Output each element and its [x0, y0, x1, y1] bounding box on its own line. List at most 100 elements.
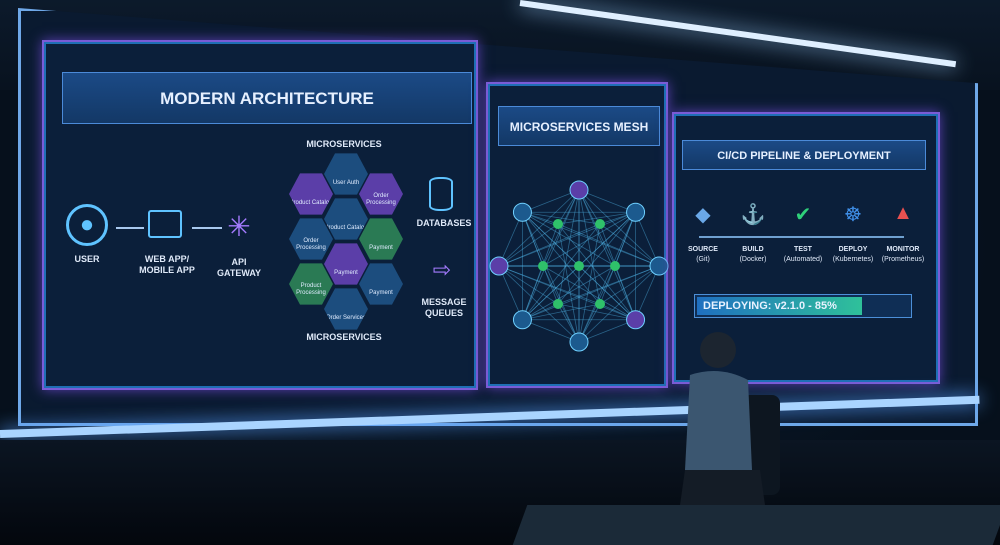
mesh-node	[512, 202, 532, 222]
mesh-link	[522, 211, 660, 267]
mesh-link	[498, 265, 580, 343]
stage-sub: (Prometheus)	[881, 256, 925, 263]
service-hex: Order Processing	[289, 218, 333, 260]
docker-icon: ⚓	[740, 204, 766, 226]
mesh-link	[498, 265, 636, 321]
database-icon	[429, 177, 453, 211]
service-hex: Payment	[359, 218, 403, 260]
mesh-link	[557, 223, 580, 343]
check-icon: ✔	[794, 204, 812, 226]
mesh-link	[578, 189, 636, 320]
service-hex: Payment	[324, 243, 368, 285]
arrow	[116, 227, 144, 229]
stage-sub: (Automated)	[783, 256, 823, 263]
pipeline-title: CI/CD PIPELINE & DEPLOYMENT	[682, 140, 926, 170]
stage-name: SOURCE	[688, 246, 718, 253]
mesh-check-node	[610, 261, 620, 271]
service-hex: Product Catalog	[289, 173, 333, 215]
mesh-node	[512, 310, 532, 330]
mesh-link	[522, 265, 544, 320]
mesh-link	[557, 265, 660, 305]
git-icon: ◆	[695, 204, 711, 226]
microservices-top-label: MICROSERVICES	[306, 139, 382, 149]
mesh-link	[578, 211, 636, 267]
mesh-link	[557, 211, 636, 225]
mesh-link	[498, 265, 601, 305]
gateway-icon: ✳	[227, 211, 251, 242]
mesh-link	[522, 223, 559, 320]
deploy-status: DEPLOYING: v2.1.0 - 85%	[703, 300, 837, 312]
deploy-progress-bar: DEPLOYING: v2.1.0 - 85%	[694, 294, 912, 318]
mesh-check-node	[553, 219, 563, 229]
desk	[512, 505, 1000, 545]
mesh-link	[578, 265, 660, 343]
stage-sub: (Kubernetes)	[832, 256, 874, 263]
mesh-link	[498, 223, 559, 267]
mesh-link	[522, 212, 580, 343]
mesh-link	[522, 211, 601, 225]
mesh-link	[635, 265, 660, 320]
mesh-node	[626, 202, 646, 222]
mesh-link	[557, 212, 636, 305]
mesh-link	[557, 223, 636, 320]
mesh-link	[557, 303, 636, 321]
mesh-link	[522, 303, 601, 321]
mesh-node	[626, 310, 646, 330]
service-hex: Product Processing	[289, 263, 333, 305]
mesh-link	[578, 212, 636, 343]
mesh-check-node	[595, 299, 605, 309]
mesh-link	[498, 211, 636, 267]
service-hex: Order Processing	[359, 173, 403, 215]
mesh-link	[578, 265, 636, 321]
mesh-link	[578, 223, 601, 343]
mesh-graph	[489, 180, 669, 352]
mesh-link	[522, 189, 580, 320]
web-mobile-icon	[148, 210, 182, 238]
prometheus-icon: ▲	[893, 202, 913, 224]
person-at-laptop	[680, 332, 780, 505]
mesh-link	[522, 319, 580, 343]
mesh-check-node	[553, 299, 563, 309]
mesh-link	[557, 189, 580, 305]
databases-label: DATABASES	[416, 218, 472, 228]
mesh-link	[522, 212, 544, 267]
mesh-node	[569, 180, 589, 200]
mesh-link	[522, 265, 660, 321]
queues-label: MESSAGE QUEUES	[421, 297, 467, 318]
mesh-node	[569, 332, 589, 352]
mesh-link	[522, 211, 580, 267]
mesh-link	[498, 189, 580, 267]
mesh-check-node	[538, 261, 548, 271]
mesh-link	[542, 211, 636, 267]
mesh-link	[599, 223, 660, 267]
mesh-title: MICROSERVICES MESH	[498, 106, 660, 146]
mesh-panel: MICROSERVICES MESH	[486, 82, 669, 388]
mesh-link	[578, 189, 636, 213]
architecture-panel: MODERN ARCHITECTURE ● USER WEB APP/ MOBI…	[42, 40, 478, 390]
mesh-link	[522, 265, 580, 321]
service-hex: User Auth	[324, 153, 368, 195]
mesh-link	[498, 223, 601, 267]
stage-name: MONITOR	[886, 246, 920, 253]
mesh-link	[599, 223, 636, 320]
mesh-link	[498, 212, 523, 267]
arrow	[192, 227, 222, 229]
user-icon: ●	[66, 204, 108, 246]
stage-name: BUILD	[742, 246, 764, 253]
mesh-node	[489, 256, 509, 276]
mesh-link	[522, 223, 601, 320]
mesh-link	[498, 265, 523, 320]
webapp-label: WEB APP/ MOBILE APP	[139, 254, 195, 275]
user-label: USER	[74, 254, 100, 264]
mesh-node	[649, 256, 669, 276]
mesh-link	[599, 212, 636, 305]
service-hex: Product Catalog	[324, 198, 368, 240]
mesh-check-node	[595, 219, 605, 229]
mesh-link	[522, 265, 616, 321]
pipeline-line	[699, 236, 904, 238]
stage-sub: (Git)	[696, 256, 710, 263]
mesh-link	[522, 189, 580, 213]
stage-name: DEPLOY	[838, 246, 868, 253]
architecture-title: MODERN ARCHITECTURE	[62, 72, 472, 124]
mesh-link	[599, 265, 660, 305]
